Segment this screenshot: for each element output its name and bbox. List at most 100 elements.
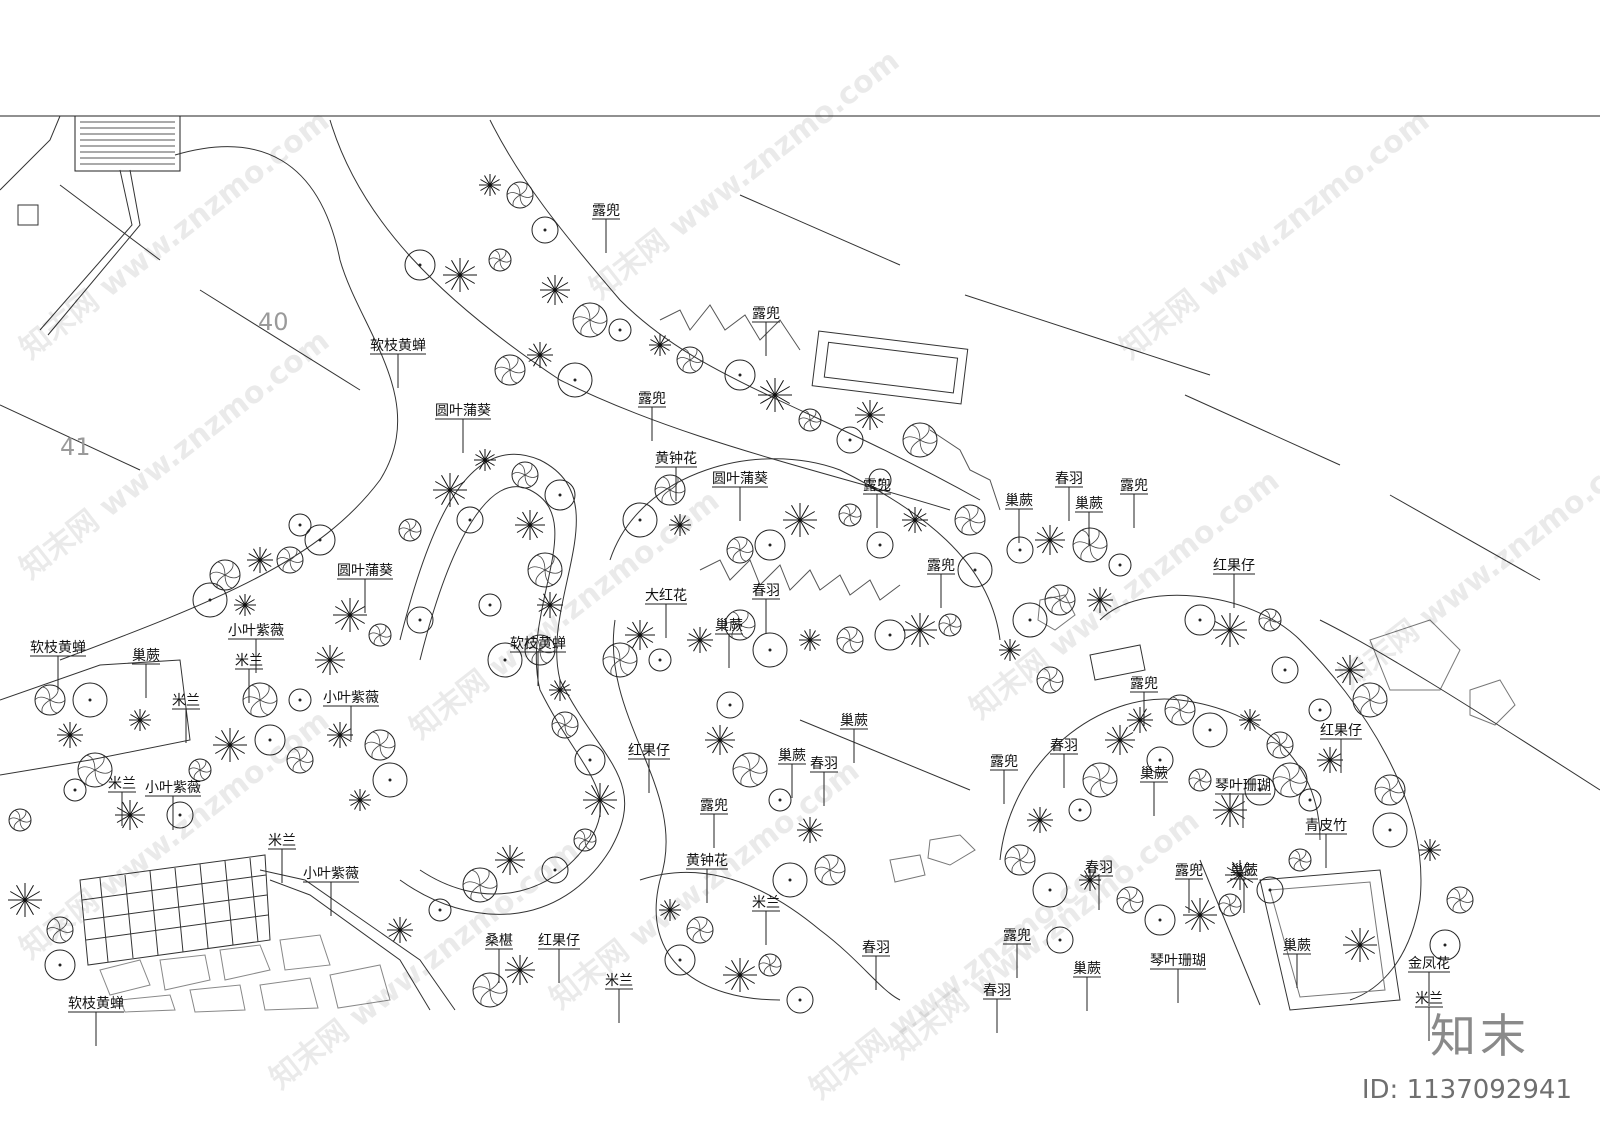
tree-symbol (669, 514, 691, 536)
plant-label: 春羽 (752, 583, 780, 599)
tree-symbol (1446, 886, 1474, 914)
tree-symbol (1372, 812, 1408, 848)
tree-symbol (404, 249, 436, 281)
tree-symbol (511, 461, 539, 489)
plant-label: 露兜 (1175, 863, 1203, 879)
plant-label: 露兜 (927, 558, 955, 574)
tree-symbol (799, 629, 821, 651)
contour-label: 41 (60, 433, 91, 461)
tree-symbol (1352, 682, 1388, 718)
plant-label: 黄钟花 (686, 852, 728, 869)
plant-label: 露兜 (752, 306, 780, 322)
tree-symbol (1032, 872, 1068, 908)
tree-symbol (783, 503, 817, 537)
tree-symbol (798, 408, 822, 432)
tree-symbol (1108, 553, 1132, 577)
tree-symbol (705, 725, 735, 755)
tree-symbol (234, 594, 256, 616)
plant-label: 金凤花 (1408, 956, 1450, 972)
watermark-text: 知末网 www.znzmo.com (1333, 433, 1600, 696)
plant-label: 露兜 (1003, 928, 1031, 944)
tree-symbol (286, 746, 314, 774)
tree-symbol (433, 473, 467, 507)
tree-symbol (77, 752, 113, 788)
tree-symbol (1072, 527, 1108, 563)
tree-symbol (488, 248, 512, 272)
tree-symbol (288, 688, 312, 712)
tree-symbol (608, 318, 632, 342)
tree-symbol (866, 531, 894, 559)
tree-symbol (574, 744, 606, 776)
plant-label: 巢蕨 (132, 648, 160, 664)
tree-symbol (494, 354, 526, 386)
image-id: ID: 1137092941 (1361, 1075, 1572, 1105)
tree-symbol (557, 362, 593, 398)
tree-symbol (527, 342, 553, 368)
tree-symbol (487, 642, 523, 678)
tree-symbol (1087, 587, 1113, 613)
tree-symbol (999, 639, 1021, 661)
tree-symbol (1027, 807, 1053, 833)
tree-symbol (472, 972, 508, 1008)
tree-symbol (544, 479, 576, 511)
tree-symbol (1184, 604, 1216, 636)
tree-symbol (63, 778, 87, 802)
tree-symbol (814, 854, 846, 886)
tree-symbol (572, 302, 608, 338)
tree-symbol (726, 536, 754, 564)
plant-label: 露兜 (990, 754, 1018, 770)
plant-label: 大红花 (645, 588, 687, 604)
plant-label: 软枝黄蝉 (30, 639, 86, 656)
tree-symbol (115, 800, 145, 830)
tree-symbol (495, 845, 525, 875)
tree-symbol (515, 510, 545, 540)
tree-symbol (1213, 613, 1247, 647)
plant-label: 巢蕨 (840, 713, 868, 729)
tree-symbol (573, 828, 597, 852)
tree-symbol (247, 547, 273, 573)
plant-label: 软枝黄蝉 (68, 995, 124, 1012)
tree-symbol (8, 883, 42, 917)
tree-symbol (602, 642, 638, 678)
tree-symbol (254, 724, 286, 756)
plant-label: 露兜 (638, 391, 666, 407)
tree-symbol (1266, 731, 1294, 759)
site-linework (0, 115, 1600, 1013)
tree-symbol (1272, 762, 1308, 798)
tree-symbol (531, 216, 559, 244)
tree-symbol (166, 801, 194, 829)
tree-symbol (1144, 904, 1176, 936)
plant-label: 春羽 (1085, 860, 1113, 876)
tree-symbol (676, 346, 704, 374)
tree-symbol (34, 684, 66, 716)
tree-symbol (1374, 774, 1406, 806)
tree-symbol (732, 752, 768, 788)
watermark-text: 知末网 www.znzmo.com (583, 43, 906, 306)
tree-symbol (902, 422, 938, 458)
tree-symbol (1164, 694, 1196, 726)
tree-symbol (752, 632, 788, 668)
tree-symbol (456, 506, 484, 534)
tree-symbol (462, 867, 498, 903)
plant-label: 巢蕨 (1283, 938, 1311, 954)
tree-symbol (938, 613, 962, 637)
tree-symbol (659, 899, 681, 921)
tree-symbol (786, 986, 814, 1014)
tree-symbol (474, 449, 496, 471)
plant-label: 桑椹 (485, 933, 513, 949)
tree-symbol (1271, 656, 1299, 684)
tree-symbol (724, 609, 756, 641)
plant-label: 琴叶珊瑚 (1150, 953, 1206, 969)
tree-symbol (349, 789, 371, 811)
tree-symbol (1298, 788, 1322, 812)
tree-symbol (1256, 876, 1284, 904)
plant-label: 小叶紫薇 (228, 623, 284, 639)
plant-label: 春羽 (1055, 471, 1083, 487)
plant-label: 小叶紫薇 (323, 690, 379, 706)
plant-label: 巢蕨 (1005, 493, 1033, 509)
plant-label: 红果仔 (1320, 723, 1362, 739)
tree-symbol (724, 359, 756, 391)
